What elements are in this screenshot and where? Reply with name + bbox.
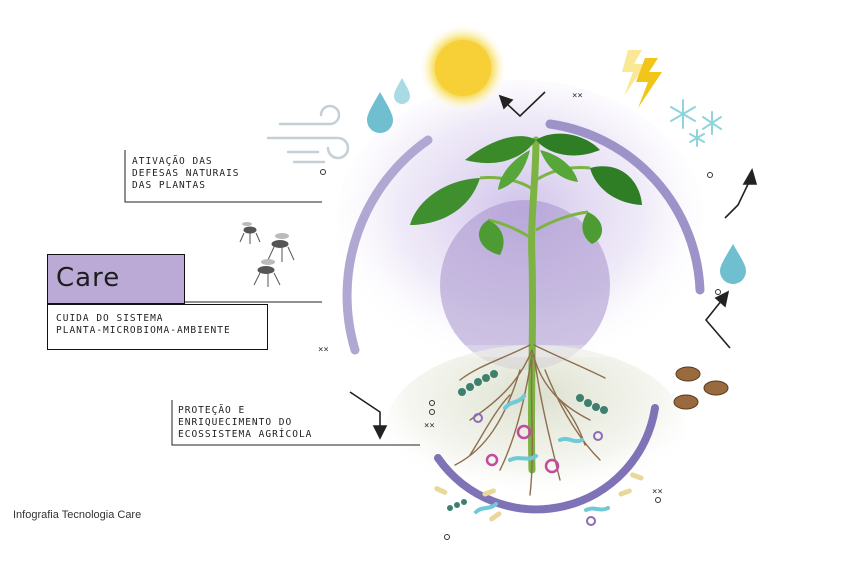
label-ecossistema: PROTEÇÃO E ENRIQUECIMENTO DO ECOSSISTEMA… [178,405,312,441]
x-mark: ×× [652,487,663,497]
label-defesas-line: ATIVAÇÃO DAS [132,156,213,167]
mosquito-icon [239,222,295,287]
snowflake-icon [670,99,722,147]
leader-line-ecossistema [171,400,420,446]
leaf [536,133,600,156]
x-mark: ×× [318,345,329,355]
label-ecossistema-line: PROTEÇÃO E [178,405,246,416]
leaf [590,166,642,205]
care-subtitle-line: PLANTA-MICROBIOMA-AMBIENTE [56,325,231,336]
sun-core [435,40,491,96]
care-title-box: Care [47,254,185,304]
leader-line-defesas [124,150,322,203]
arc-bottom [434,404,659,514]
leaf [465,136,536,164]
leaf [540,150,578,182]
wind-icon [266,104,350,164]
care-subtitle: CUIDA DO SISTEMA PLANTA-MICROBIOMA-AMBIE… [56,313,231,337]
label-ecossistema-line: ENRIQUECIMENTO DO [178,417,293,428]
leaf [478,220,504,255]
arc-left [342,135,433,355]
bacteria-icon [434,370,644,526]
label-defesas: ATIVAÇÃO DAS DEFESAS NATURAIS DAS PLANTA… [132,156,240,192]
care-subtitle-box: CUIDA DO SISTEMA PLANTA-MICROBIOMA-AMBIE… [47,304,268,350]
x-mark: ×× [572,91,583,101]
beetle-icon [673,366,729,410]
arc-right [545,119,705,295]
leaf [410,178,480,225]
soil-top [360,345,660,357]
leaf [498,150,530,190]
arrow-icon [704,290,731,349]
small-circle [320,169,721,540]
water-drop-icon [367,92,393,133]
figure-caption: Infografia Tecnologia Care [13,509,142,521]
lightning-icon [622,50,662,108]
arrow-icon [498,91,546,118]
leaf [582,212,603,244]
roots [454,344,606,496]
water-drop-icon [394,78,410,104]
care-subtitle-line: CUIDA DO SISTEMA [56,313,164,324]
water-drop-icon [720,244,746,284]
arrow-icon [724,167,758,219]
care-title: Care [56,263,121,293]
plant [410,133,642,474]
arrow-icon [349,391,388,440]
label-defesas-line: DAS PLANTAS [132,180,206,191]
label-ecossistema-line: ECOSSISTEMA AGRÍCOLA [178,429,313,440]
x-mark: ×× [424,421,435,431]
label-defesas-line: DEFESAS NATURAIS [132,168,240,179]
